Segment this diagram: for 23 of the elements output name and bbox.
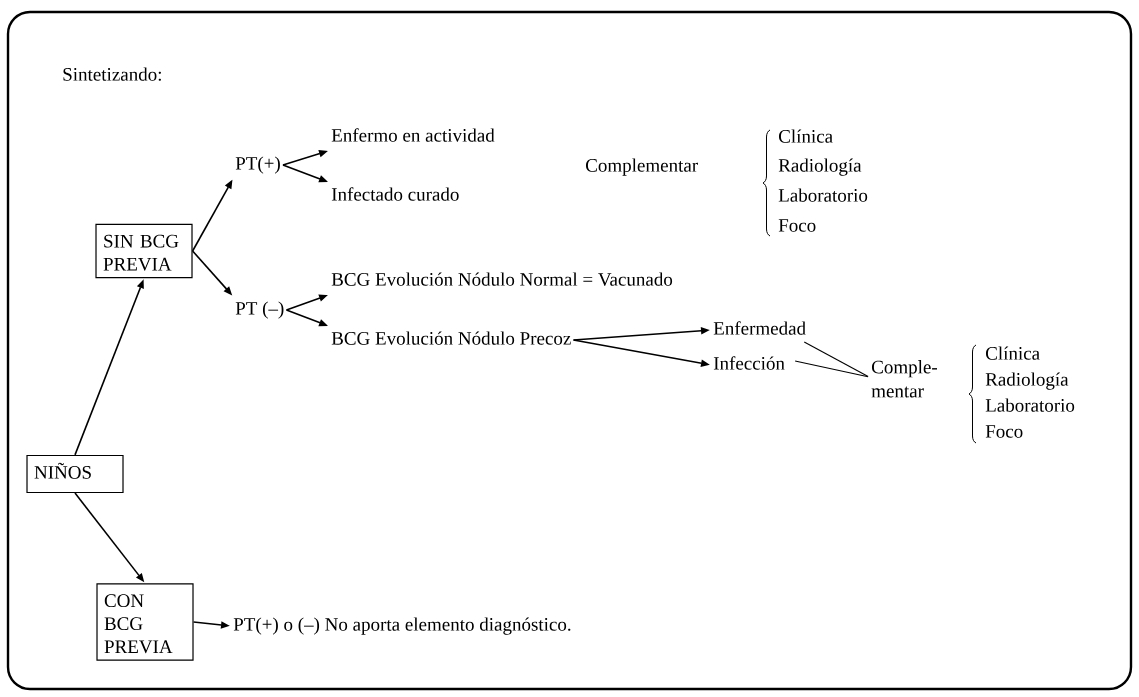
label-text: Clínica — [779, 129, 833, 143]
label-text: Sintetizando: — [63, 67, 161, 81]
node-text: Comple- mentar — [871, 360, 937, 398]
node-text: Enfermo en actividad — [331, 128, 495, 142]
node-text: PT(+) o (–) No aporta elemento diagnóstico. — [233, 617, 571, 635]
node-text: Infección — [713, 356, 785, 370]
label-text: Clínica — [986, 346, 1040, 360]
node-text: BCG Evolución Nódulo Precoz — [331, 331, 571, 345]
node-text: Enfermedad — [713, 321, 806, 335]
node-text: BCG Evolución Nódulo Normal = Vacunado — [331, 272, 673, 286]
label-text: Laboratorio — [985, 398, 1075, 412]
label-text: Foco — [778, 219, 816, 232]
label-text: Complementar — [586, 158, 698, 176]
label-text: Radiología — [985, 372, 1069, 390]
label-text: Foco — [985, 425, 1023, 438]
node-text: PT(+) — [235, 156, 280, 174]
node-text: Infectado curado — [331, 187, 459, 201]
node-text: PT (–) — [235, 301, 284, 319]
text-box: CON BCG PREVIA — [96, 583, 194, 661]
label-text: Radiología — [778, 158, 862, 176]
text-box: NIÑOS — [26, 454, 124, 494]
label-text: Laboratorio — [778, 188, 868, 202]
text-box: SIN BCG PREVIA — [95, 223, 193, 279]
